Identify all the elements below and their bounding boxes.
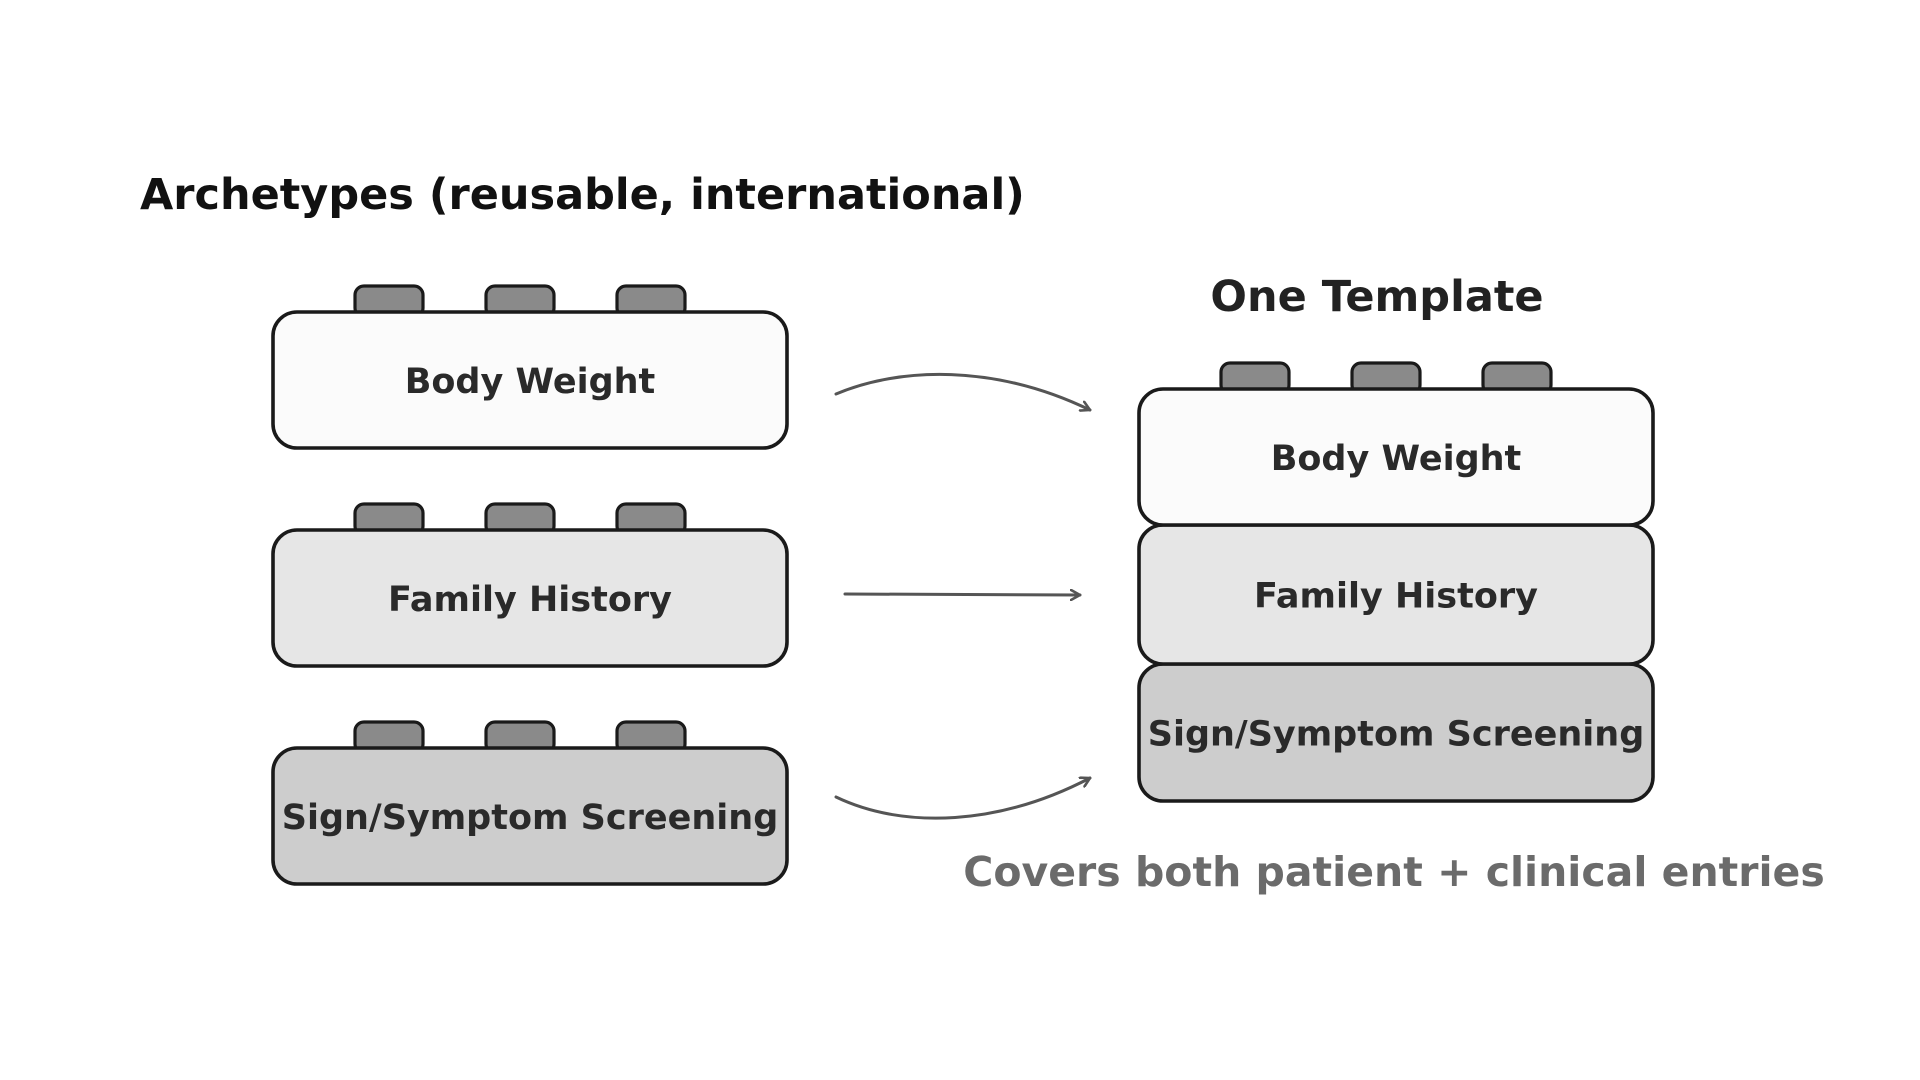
- archetype-label: Family History: [388, 580, 672, 620]
- caption: Covers both patient + clinical entries: [963, 848, 1824, 896]
- arrow-body-weight: [834, 372, 1092, 410]
- template-heading: One Template: [1210, 272, 1543, 322]
- archetype-body: [271, 528, 789, 668]
- archetype-body: [271, 310, 789, 450]
- template-brick: Sign/Symptom Screening: [1137, 662, 1655, 803]
- template-label: Body Weight: [1271, 439, 1522, 479]
- template-label: Family History: [1254, 577, 1538, 617]
- arrow-sign-symptom: [834, 778, 1092, 820]
- template-label: Sign/Symptom Screening: [1148, 715, 1645, 755]
- archetypes-heading: Archetypes (reusable, international): [140, 170, 1025, 220]
- archetype-body: [271, 746, 789, 886]
- arrow-family-history: [843, 594, 1082, 595]
- archetype-brick: Body Weight: [271, 284, 789, 450]
- archetype-label: Body Weight: [405, 362, 656, 402]
- archetype-brick: Family History: [271, 502, 789, 668]
- arrows: [834, 372, 1092, 820]
- archetype-brick: Sign/Symptom Screening: [271, 720, 789, 886]
- template-body: [1137, 387, 1655, 527]
- archetype-label: Sign/Symptom Screening: [282, 798, 779, 838]
- template-bricks: Sign/Symptom Screening Family History Body…: [1137, 361, 1655, 803]
- template-brick: Body Weight: [1137, 361, 1655, 527]
- template-brick: Family History: [1137, 523, 1655, 666]
